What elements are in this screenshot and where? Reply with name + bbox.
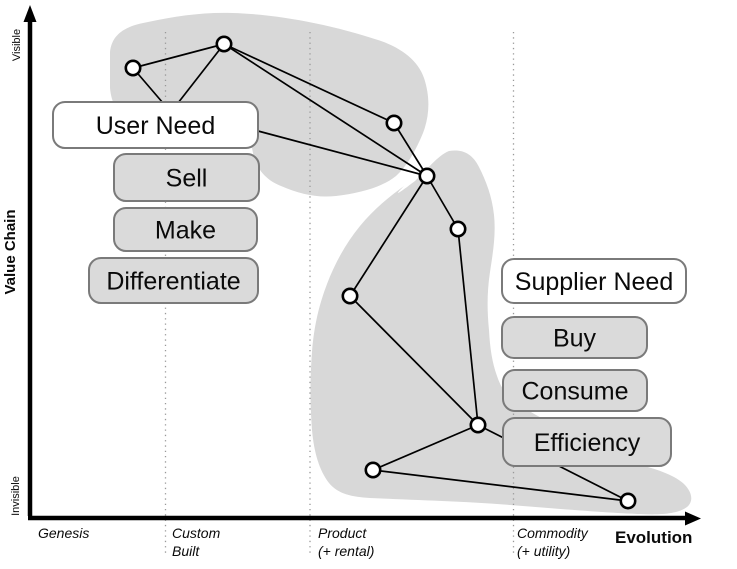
edge-n3-n4 [393, 122, 428, 177]
box-rect-user-need [52, 101, 259, 149]
lower-cluster-blob [310, 150, 692, 515]
graph-node-n3 [385, 114, 403, 132]
box-label-make: Make [155, 217, 216, 245]
edge-n2-user_need_top_right [177, 43, 225, 104]
box-consume: Consume [502, 369, 648, 412]
stage-label-genesis: Genesis [38, 525, 89, 541]
top-cluster-blob [110, 12, 429, 197]
box-rect-supplier-need [501, 258, 687, 304]
box-label-differentiate: Differentiate [106, 268, 240, 296]
graph-node-n4 [418, 167, 436, 185]
box-label-buy: Buy [553, 325, 597, 353]
box-differentiate: Differentiate [88, 257, 259, 304]
stage-label-product: Product(+ rental) [318, 525, 374, 559]
box-supplier-need: Supplier Need [501, 258, 687, 304]
edge-n4-n6 [349, 175, 428, 297]
y-axis-invisible-label: Invisible [10, 476, 22, 516]
box-rect-consume [502, 369, 648, 412]
box-efficiency: Efficiency [502, 417, 672, 467]
box-rect-differentiate [88, 257, 259, 304]
box-label-supplier-need: Supplier Need [515, 268, 673, 296]
box-buy: Buy [501, 316, 648, 359]
graph-node-n7 [469, 416, 487, 434]
graph-node-n2 [215, 35, 233, 53]
box-user-need: User Need [52, 101, 259, 149]
blob-layer [110, 12, 692, 515]
node-layer [124, 35, 637, 510]
edge-n1-n2 [132, 43, 225, 69]
edge-n8-n9 [372, 469, 629, 502]
edge-n6-n7 [349, 295, 479, 426]
graph-node-n5 [449, 220, 467, 238]
y-axis-arrowhead [23, 5, 37, 22]
graph-node-n6 [341, 287, 359, 305]
graph-node-n9 [619, 492, 637, 510]
box-sell: Sell [113, 153, 260, 202]
box-make: Make [113, 207, 258, 252]
box-rect-sell [113, 153, 260, 202]
box-label-consume: Consume [522, 378, 629, 406]
y-axis-title: Value Chain [2, 209, 19, 294]
graph-node-n1 [124, 59, 142, 77]
edge-n7-n8 [372, 424, 479, 471]
edge-n4-n5 [426, 175, 459, 230]
x-axis-title: Evolution [615, 528, 692, 547]
x-axis-arrowhead [685, 511, 701, 526]
stage-label-commodity: Commodity(+ utility) [517, 525, 589, 559]
box-rect-buy [501, 316, 648, 359]
edge-n5-n7 [457, 228, 479, 426]
axis-text-layer: Visible Invisible Value Chain Evolution [2, 29, 692, 547]
edge-n2-n4 [223, 43, 428, 177]
edge-n2-n3 [223, 43, 395, 124]
axes-layer [23, 5, 701, 526]
edge-layer [132, 43, 629, 502]
box-rect-make [113, 207, 258, 252]
y-axis-visible-label: Visible [11, 29, 23, 61]
box-label-efficiency: Efficiency [534, 429, 641, 457]
box-rect-efficiency [502, 417, 672, 467]
graph-node-n8 [364, 461, 382, 479]
box-label-user-need: User Need [96, 112, 216, 140]
edge-user_need_right-n4 [257, 130, 428, 177]
box-label-sell: Sell [166, 165, 208, 193]
